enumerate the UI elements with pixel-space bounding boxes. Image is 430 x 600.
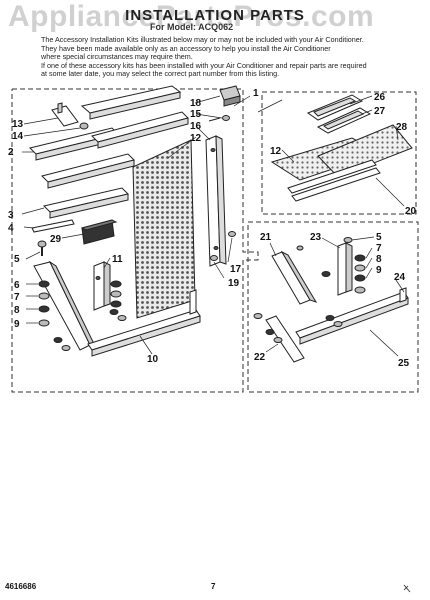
callout-1: 1 [253,88,259,99]
callout-7-right: 7 [376,243,382,254]
callout-4: 4 [8,223,14,234]
callout-19: 19 [228,278,240,289]
screw-23 [296,245,304,251]
bracket-13 [51,102,79,127]
kit-boundary-25 [247,221,419,393]
leader-lines [21,95,405,357]
callout-2: 2 [8,147,14,158]
mount-block-18 [219,85,241,107]
hardware-stack-mid [110,280,122,308]
intro-line-1: The Accessory Installation Kits illustra… [41,35,364,44]
callout-8-left: 8 [14,305,20,316]
top-channel-rail [80,85,182,120]
callout-22: 22 [254,352,266,363]
support-arm-22 [265,315,305,363]
screw-5-left [37,240,47,256]
callout-14: 14 [12,131,24,142]
callout-18: 18 [190,98,202,109]
callout-11: 11 [112,254,123,265]
intro-line-3: where special circumstances may require … [41,52,193,61]
callout-7-left: 7 [14,292,20,303]
filter-panel-28 [317,124,413,178]
page-title: INSTALLATION PARTS [125,7,305,24]
foam-seal-strip-27 [316,107,372,134]
support-arm-10 [87,289,201,357]
bracket-11 [93,261,111,311]
callout-16: 16 [190,121,202,132]
bracket-mid-25kit [337,242,353,296]
screw-19 [210,255,218,261]
callout-9-left: 9 [14,319,20,330]
channel-rail-3 [43,187,129,219]
channel-rail-mid [41,153,135,189]
callout-25: 25 [398,358,410,369]
hardware-stack-right [321,237,366,294]
callout-24: 24 [394,272,406,283]
hardware-25kit-bottom [253,313,343,343]
callout-27: 27 [374,106,386,117]
screw-17 [228,231,236,237]
watermark: AppliancePartsPros.com [8,0,375,33]
footer-page-number: 7 [211,582,216,591]
callout-10: 10 [147,354,159,365]
foam-seal-strip-26 [306,94,364,121]
kit-boundary-20 [261,91,417,215]
screw-14 [79,122,89,130]
callout-17: 17 [230,264,242,275]
callout-26: 26 [374,92,386,103]
corner-mark [403,584,411,593]
intro-line-5: at some later date, you may select the c… [41,69,280,78]
rail-strip-20 [287,159,381,202]
page-subtitle: For Model: ACQ062 [150,22,234,32]
callout-28: 28 [396,122,408,133]
callout-13: 13 [12,119,24,130]
footer-document-code: 4616686 [5,582,37,591]
kit-boundary-main [11,88,259,393]
callout-23: 23 [310,232,322,243]
callout-15: 15 [190,109,202,120]
callout-29: 29 [50,234,62,245]
callout-20: 20 [405,206,417,217]
channel-rail-upper [91,111,189,149]
side-channel-16 [205,135,227,267]
callout-9-right: 9 [376,265,382,276]
hardware-stack-left [38,280,50,327]
callout-6: 6 [14,280,20,291]
callout-21: 21 [260,232,272,243]
filter-panel-main-12 [132,139,196,319]
callout-5-left: 5 [14,254,20,265]
support-bracket-21 [271,250,318,305]
support-arm-24 [295,287,409,345]
intro-line-4: If one of these accessory kits has been … [41,60,367,70]
intro-line-2: They have been made available only as an… [41,43,331,53]
callout-8-right: 8 [376,254,382,265]
screw-15 [208,115,230,122]
callout-12-kit20: 12 [270,146,282,157]
callout-5-right: 5 [376,232,382,243]
callout-3: 3 [8,210,14,221]
callout-12-main: 12 [190,133,202,144]
hardware-left-bottom [53,309,127,351]
foam-block-29 [80,219,118,245]
seal-strip-4 [31,219,75,233]
